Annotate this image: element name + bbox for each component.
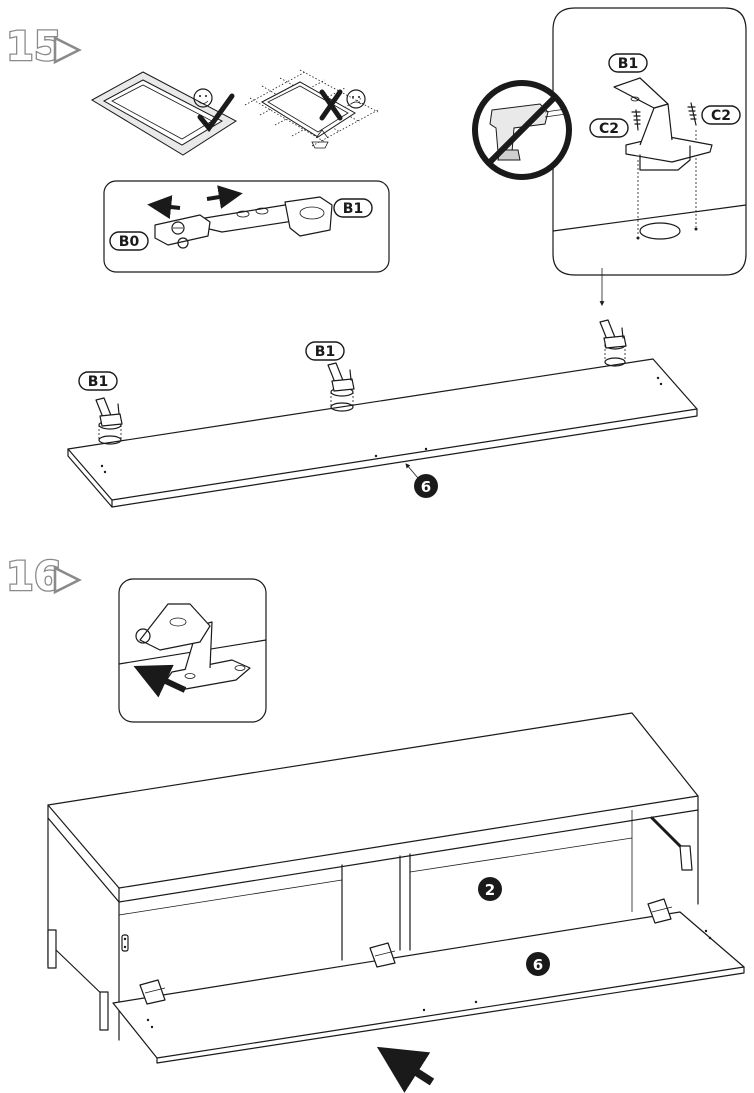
rug-ok-illustration [90, 71, 237, 156]
svg-text:B1: B1 [88, 374, 108, 390]
label-b1-left: B1 [78, 371, 118, 391]
step-15-number: 15 [6, 24, 62, 70]
hinge-middle-step15 [327, 362, 355, 412]
step-15-arrow-icon [53, 35, 82, 65]
svg-text:C2: C2 [599, 121, 619, 137]
floor-not-ok-illustration [244, 69, 379, 149]
hinge-left-step16 [139, 979, 166, 1005]
door-panel-board-step15 [67, 358, 698, 508]
hinge-screw-detail-panel [552, 7, 747, 276]
svg-text:6: 6 [533, 956, 543, 974]
push-arrow-icon [133, 664, 187, 698]
door-panel-step16 [112, 911, 745, 1064]
svg-text:B1: B1 [343, 201, 363, 217]
close-door-arrow-icon [376, 1046, 435, 1093]
step-16-header: 16 [5, 553, 82, 601]
cabinet-assembly-step16 [47, 712, 699, 1041]
hinge-left-step15 [95, 397, 123, 445]
frown-icon [346, 89, 366, 109]
part-marker-door-step16: 6 [526, 952, 550, 976]
svg-text:B1: B1 [315, 344, 335, 360]
svg-text:2: 2 [485, 881, 495, 899]
cross-icon [319, 89, 343, 121]
label-b1-middle: B1 [305, 341, 345, 361]
part-marker-door-step15: 6 [414, 474, 438, 498]
label-b1-detail: B1 [333, 198, 373, 218]
step-16-number: 16 [6, 554, 62, 600]
check-icon [197, 93, 235, 133]
svg-text:B0: B0 [119, 234, 140, 250]
label-c2-right: C2 [701, 105, 741, 125]
label-b0: B0 [109, 231, 149, 251]
svg-text:C2: C2 [711, 108, 731, 124]
hinge-clip-detail-box [103, 180, 390, 273]
svg-text:6: 6 [421, 478, 431, 496]
label-c2-left: C2 [589, 118, 629, 138]
hinge-right-step15 [599, 319, 627, 367]
part-marker-shelf: 2 [478, 877, 502, 901]
arrow-right-icon [206, 185, 243, 209]
step-15-header: 15 [5, 23, 82, 71]
step-16-arrow-icon [53, 565, 82, 595]
hinge-push-detail-box [118, 578, 267, 723]
no-power-drill-icon [472, 80, 572, 180]
arrow-left-icon [147, 195, 181, 219]
hinge-middle-step16 [369, 942, 396, 968]
label-b1-zoom: B1 [608, 53, 648, 73]
svg-text:B1: B1 [618, 56, 638, 72]
hinge-right-step16 [647, 898, 673, 924]
smiley-icon [193, 88, 213, 108]
